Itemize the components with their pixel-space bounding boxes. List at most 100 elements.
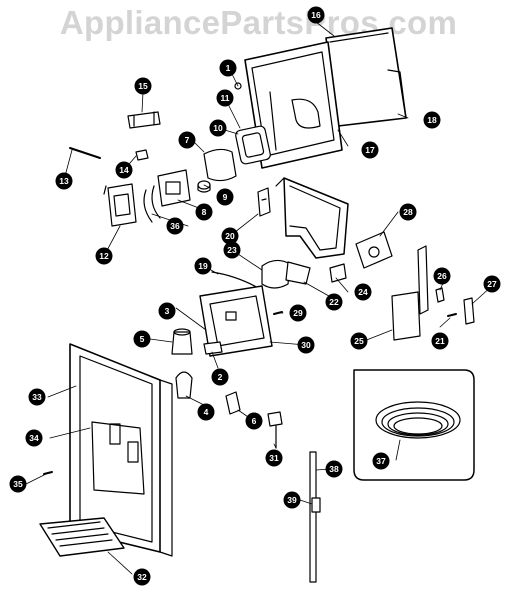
callout-2: 2 [211,368,229,386]
svg-text:23: 23 [227,245,237,255]
callout-38: 38 [325,460,343,478]
svg-text:9: 9 [223,192,228,202]
callout-23: 23 [223,241,241,259]
callout-34: 34 [25,429,43,447]
svg-text:1: 1 [226,63,231,73]
svg-text:8: 8 [202,207,207,217]
bracket-20 [257,187,271,217]
callout-14: 14 [115,161,133,179]
svg-text:25: 25 [354,336,364,346]
callout-21: 21 [431,332,449,350]
callout-8: 8 [195,203,213,221]
svg-text:27: 27 [487,279,497,289]
callout-10: 10 [209,119,227,137]
callout-25: 25 [350,332,368,350]
bracket-24 [329,263,347,283]
callout-32: 32 [133,568,151,586]
callout-33: 33 [28,388,46,406]
svg-text:21: 21 [435,336,445,346]
svg-text:17: 17 [365,145,375,155]
callout-6: 6 [245,412,263,430]
callout-30: 30 [297,336,315,354]
callout-9: 9 [216,188,234,206]
motor [355,231,393,269]
svg-text:7: 7 [185,135,190,145]
bezel [235,125,271,165]
callout-37: 37 [372,452,390,470]
screw-1 [234,82,242,90]
connector [267,411,283,449]
drip-tray [39,517,125,557]
svg-text:35: 35 [13,479,23,489]
callout-11: 11 [216,89,234,107]
callout-17: 17 [361,141,379,159]
svg-text:26: 26 [437,271,447,281]
svg-text:4: 4 [204,407,209,417]
chute [275,177,349,259]
callout-26: 26 [433,267,451,285]
svg-text:24: 24 [358,287,368,297]
solenoid [103,183,137,227]
light-bulb [175,371,193,399]
callout-1: 1 [219,59,237,77]
callout-24: 24 [354,283,372,301]
callout-13: 13 [55,172,73,190]
actuator [225,391,241,415]
svg-text:10: 10 [213,123,223,133]
fitting [311,497,321,513]
rod [69,147,101,159]
door-panel [325,27,407,127]
svg-text:32: 32 [137,572,147,582]
callout-18: 18 [423,111,441,129]
callout-15: 15 [134,77,152,95]
flap [261,259,291,289]
callout-35: 35 [9,475,27,493]
callout-16: 16 [307,6,325,24]
dispenser-housing [69,343,173,557]
bracket-15 [127,111,161,129]
svg-text:33: 33 [32,392,42,402]
switch-housing [199,285,273,357]
callout-39: 39 [283,491,301,509]
svg-text:5: 5 [140,334,145,344]
callout-22: 22 [325,293,343,311]
callout-12: 12 [95,247,113,265]
callout-28: 28 [399,203,417,221]
svg-text:20: 20 [225,231,235,241]
bulb-holder [171,328,193,355]
svg-text:39: 39 [287,495,297,505]
svg-text:19: 19 [198,261,208,271]
knob [197,180,211,193]
svg-text:18: 18 [427,115,437,125]
callout-20: 20 [221,227,239,245]
svg-text:3: 3 [165,306,170,316]
callout-36: 36 [166,217,184,235]
svg-text:37: 37 [376,456,386,466]
clip-26 [435,287,445,303]
wire-harness-inset [353,369,475,481]
damper [285,261,311,285]
svg-text:34: 34 [29,433,39,443]
svg-text:15: 15 [138,81,148,91]
svg-text:22: 22 [329,297,339,307]
clip [135,149,149,161]
cover [203,148,237,182]
callout-27: 27 [483,275,501,293]
svg-text:2: 2 [218,372,223,382]
svg-text:13: 13 [59,176,69,186]
svg-text:30: 30 [301,340,311,350]
callout-7: 7 [178,131,196,149]
svg-text:38: 38 [329,464,339,474]
svg-text:12: 12 [99,251,109,261]
callout-5: 5 [133,330,151,348]
socket [203,341,223,355]
svg-text:28: 28 [403,207,413,217]
svg-text:16: 16 [311,10,321,20]
svg-text:29: 29 [293,308,303,318]
water-tube [309,451,317,583]
svg-text:11: 11 [221,93,230,103]
callout-4: 4 [197,403,215,421]
svg-text:31: 31 [269,453,279,463]
svg-text:6: 6 [252,416,257,426]
